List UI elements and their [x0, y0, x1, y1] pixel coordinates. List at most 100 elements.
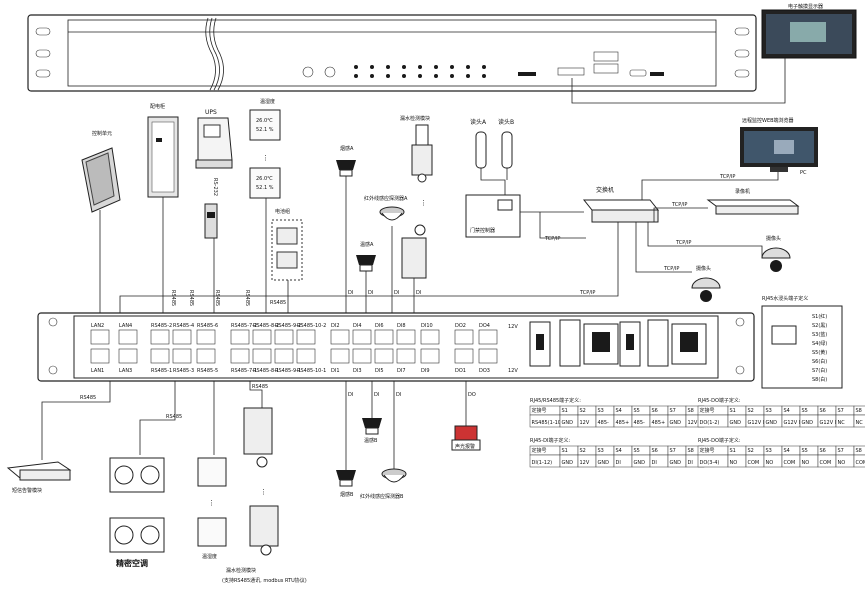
top-rack-unit — [27, 14, 757, 92]
svg-text:红外线感应探测器B: 红外线感应探测器B — [360, 493, 404, 500]
rj45-port — [296, 348, 316, 364]
svg-text:RS485: RS485 — [166, 414, 182, 420]
svg-text:TCP/IP: TCP/IP — [675, 240, 691, 246]
svg-text:26.0℃: 26.0℃ — [256, 118, 273, 124]
table-cell-text: S1 — [562, 448, 568, 454]
door-controller: 门禁控制器 — [465, 194, 521, 238]
port-label: LAN3 — [119, 368, 132, 374]
table-cell-text: S4 — [616, 408, 622, 414]
svg-text:读头A: 读头A — [470, 118, 487, 126]
svg-text:RJ45水浸头端子定义: RJ45水浸头端子定义 — [762, 295, 808, 302]
battery-pack: 电池组 — [271, 208, 303, 281]
table-cell-text: S1 — [562, 408, 568, 414]
table-cell-text: 12V — [580, 460, 590, 466]
table-cell-text: DO(3-4) — [700, 460, 720, 466]
table-cell-text: GND — [670, 420, 682, 426]
svg-text:⋮: ⋮ — [260, 488, 267, 496]
svg-text:漏水检测模块: 漏水检测模块 — [400, 115, 430, 122]
table-cell-text: S1 — [730, 408, 736, 414]
svg-text:温湿度: 温湿度 — [260, 98, 275, 105]
port-label: DI7 — [397, 368, 406, 374]
svg-text:TCP/IP: TCP/IP — [671, 202, 687, 208]
table-cell-text: COM — [856, 460, 865, 466]
reader-a: 读头A — [470, 118, 487, 169]
table-cell — [853, 454, 865, 468]
svg-text:RS485: RS485 — [188, 290, 194, 306]
rj45-port — [330, 348, 350, 364]
rj45-port — [150, 329, 170, 345]
svg-text:电池组: 电池组 — [275, 208, 290, 215]
table-cell-text: DO(1-2) — [700, 420, 720, 426]
port-label: RS485-6 — [197, 323, 218, 329]
table-cell-text: S8 — [688, 408, 694, 414]
svg-text:摄像头: 摄像头 — [696, 265, 711, 272]
table-cell-text: S2 — [580, 408, 586, 414]
svg-text:红外线感应探测器A: 红外线感应探测器A — [364, 195, 408, 202]
svg-text:温感B: 温感B — [364, 437, 378, 444]
table-cell-text: S6 — [652, 408, 658, 414]
svg-text:12V: 12V — [508, 324, 518, 330]
table-cell-text: S3 — [766, 408, 772, 414]
table-cell-text: S4 — [784, 448, 790, 454]
port-label: LAN2 — [91, 323, 104, 329]
svg-text:TCP/IP: TCP/IP — [663, 266, 679, 272]
remote-pc: 远程监控WEB端浏览器 PC — [740, 117, 818, 176]
table-cell-text: S6 — [652, 448, 658, 454]
svg-text:门禁控制器: 门禁控制器 — [470, 227, 495, 234]
rj45-def-row: S2(黑) — [812, 323, 827, 329]
dvr: 录像机 — [706, 188, 800, 215]
svg-text:RS485: RS485 — [270, 300, 286, 306]
rj45-port — [172, 348, 192, 364]
io-label: DI — [394, 290, 399, 296]
port-label: DI1 — [331, 368, 340, 374]
rj45-def-row: S8(白) — [812, 376, 827, 383]
table-cell-text: NC — [856, 420, 864, 426]
port-label: DI8 — [397, 323, 406, 329]
rj45-def-row: S4(绿) — [812, 340, 827, 347]
svg-text:录像机: 录像机 — [735, 188, 750, 195]
table-cell-text: GND — [802, 420, 814, 426]
rj45-port — [374, 329, 394, 345]
table-cell-text: NO — [766, 460, 774, 466]
temp-humidity-top: 温湿度 26.0℃ 52.1 % ⋮ 26.0℃ 52.1 % — [249, 98, 281, 199]
table-title: RJ45-DO端子定义: — [698, 437, 741, 444]
table-cell-text: S2 — [580, 448, 586, 454]
svg-text:烟感A: 烟感A — [340, 145, 354, 152]
precision-ac: 精密空调 — [109, 457, 165, 568]
rj45-def-row: S7(白) — [812, 367, 827, 374]
ir-detector-b: 红外线感应探测器B — [360, 468, 407, 500]
monitor-caption: 电子触摸显示器 — [788, 3, 823, 10]
table-cell-text: S7 — [838, 448, 844, 454]
table-cell-text: GND — [562, 460, 574, 466]
table-cell-text: GND — [562, 420, 574, 426]
table-cell-text: S7 — [670, 448, 676, 454]
rj45-port — [118, 329, 138, 345]
table-cell-text: DI — [652, 460, 657, 466]
temp-humidity-bottom: ⋮ 温湿度 — [197, 457, 227, 560]
table-title: RJ45-DI端子定义: — [530, 437, 570, 444]
port-label: RS485-10-2 — [297, 323, 326, 329]
table-cell-text: 485- — [598, 420, 610, 426]
temp-sensor-b: 温感B — [362, 418, 382, 444]
table-cell-text: S4 — [616, 448, 622, 454]
rj45-port — [478, 329, 498, 345]
ups-converter — [204, 203, 218, 239]
rj45-port — [330, 329, 350, 345]
svg-text:温湿度: 温湿度 — [202, 553, 217, 560]
touch-monitor: 电子触摸显示器 — [761, 3, 857, 59]
rj45-def-row: S6(白) — [812, 358, 827, 365]
svg-text:TCP/IP: TCP/IP — [579, 290, 595, 296]
table-cell-text: G12V DO — [784, 420, 807, 426]
table-cell-text: GND — [730, 420, 742, 426]
rj45-port — [352, 348, 372, 364]
rj45-port — [252, 348, 272, 364]
rj45-port — [230, 348, 250, 364]
rj45-def-row: S1(红) — [812, 313, 827, 320]
table-cell-text: S3 — [766, 448, 772, 454]
svg-text:⋮: ⋮ — [208, 499, 215, 507]
svg-text:RS485: RS485 — [244, 290, 250, 306]
rj45-port — [396, 329, 416, 345]
svg-text:交换机: 交换机 — [596, 186, 614, 194]
rj45-port — [252, 329, 272, 345]
